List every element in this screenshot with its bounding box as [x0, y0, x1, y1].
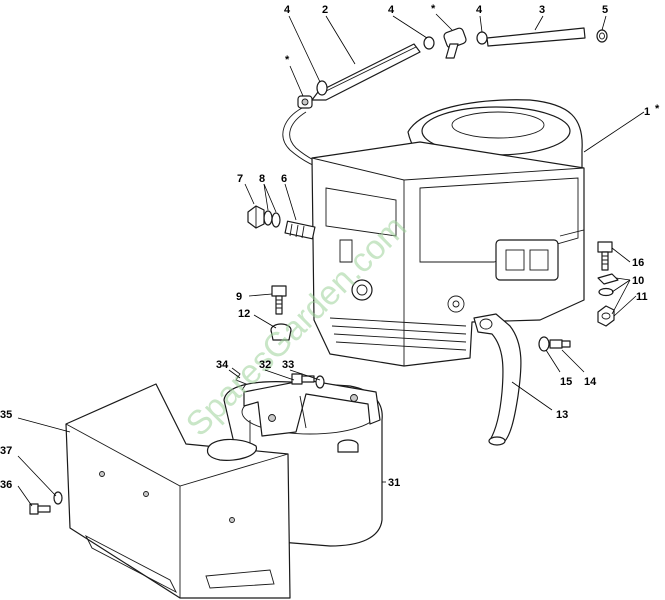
- engine: [311, 99, 585, 367]
- callout-star: *: [431, 3, 436, 15]
- callout-10: 10: [632, 275, 644, 287]
- callout-11: 11: [636, 291, 648, 303]
- lock-washers: [597, 273, 619, 297]
- hose-clamp-1: [316, 80, 328, 96]
- hose-clamp-4: [596, 29, 608, 43]
- stud-bolt: [284, 220, 316, 240]
- callout-8: 8: [259, 173, 265, 185]
- fuel-hose-long: [311, 43, 421, 101]
- callout-12: 12: [238, 308, 250, 320]
- washer-pair: [263, 210, 281, 228]
- cap-nut: [247, 205, 265, 229]
- callout-15: 15: [560, 376, 572, 388]
- bolt-9: [271, 285, 287, 315]
- bolt-36: [29, 503, 51, 515]
- flange-bolt: [549, 339, 571, 349]
- callout-32: 32: [259, 359, 271, 371]
- callout-6: 6: [281, 173, 287, 185]
- nut-11: [597, 305, 615, 327]
- callout-4: 4: [388, 4, 395, 16]
- washer-33: [315, 375, 325, 389]
- fuel-hose-short: [486, 27, 586, 47]
- washer-37: [53, 491, 63, 505]
- fuel-fitting: [297, 95, 313, 109]
- callout-16: 16: [632, 257, 644, 269]
- callout-3: 3: [539, 4, 545, 16]
- callout-31: 31: [388, 477, 400, 489]
- callout-1-star: *: [655, 103, 660, 115]
- callout-36: 36: [0, 479, 12, 491]
- muffler-bracket: [243, 379, 381, 437]
- exhaust-pipe: [473, 313, 522, 446]
- callout-13: 13: [556, 409, 568, 421]
- callout-7: 7: [237, 173, 243, 185]
- callout-33: 33: [282, 359, 294, 371]
- callout-star: *: [285, 54, 290, 66]
- leader-lines: [17, 13, 645, 507]
- callout-4: 4: [476, 4, 483, 16]
- callout-1: 1: [644, 106, 650, 118]
- callout-34: 34: [216, 359, 229, 371]
- heat-shield: [65, 383, 291, 599]
- hose-clamp-3: [476, 31, 488, 45]
- fuel-filter: [443, 27, 467, 59]
- bolt-32: [291, 373, 315, 385]
- hose-clamp-2: [423, 36, 435, 50]
- flange-washer: [538, 336, 550, 352]
- spring-clip: [231, 367, 247, 391]
- callout-2: 2: [322, 4, 328, 16]
- bolt-16: [597, 241, 613, 271]
- callout-4: 4: [284, 4, 291, 16]
- callout-35: 35: [0, 409, 12, 421]
- callout-37: 37: [0, 445, 12, 457]
- callout-14: 14: [584, 376, 597, 388]
- callout-9: 9: [236, 291, 242, 303]
- grommet: [270, 323, 292, 341]
- callout-5: 5: [602, 4, 608, 16]
